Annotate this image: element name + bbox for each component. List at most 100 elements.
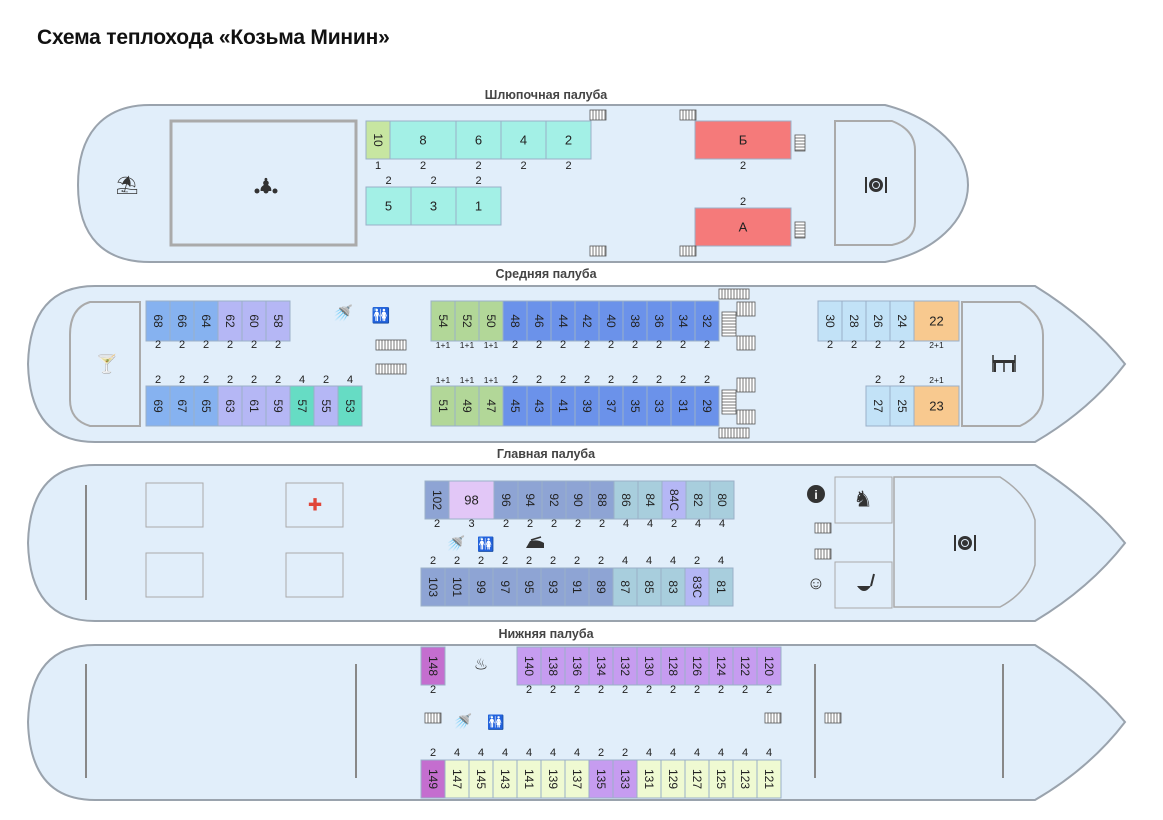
- cabin-capacity: 2: [670, 684, 676, 696]
- cabin-number: 51: [436, 399, 450, 413]
- cabin-10[interactable]: [365, 120, 391, 160]
- cabin-137[interactable]: [564, 759, 590, 799]
- cabin-24[interactable]: [889, 300, 915, 342]
- cabin-133[interactable]: [612, 759, 638, 799]
- cabin-81[interactable]: [708, 567, 734, 607]
- cabin-132[interactable]: [612, 646, 638, 686]
- cabin-67[interactable]: [169, 385, 195, 427]
- cabin-number: 2: [565, 133, 572, 148]
- cabin-121[interactable]: [756, 759, 782, 799]
- cabin-number: 138: [546, 656, 560, 676]
- cabin-37[interactable]: [598, 385, 624, 427]
- cabin-130[interactable]: [636, 646, 662, 686]
- cabin-capacity: 4: [526, 747, 532, 759]
- cabin-58[interactable]: [265, 300, 291, 342]
- cabin-143[interactable]: [492, 759, 518, 799]
- sauna-icon: ♨: [474, 657, 488, 674]
- cabin-140[interactable]: [516, 646, 542, 686]
- cabin-23[interactable]: [913, 385, 960, 427]
- cabin-128[interactable]: [660, 646, 686, 686]
- cabin-38[interactable]: [622, 300, 648, 342]
- cabin-93[interactable]: [540, 567, 566, 607]
- cabin-138[interactable]: [540, 646, 566, 686]
- cabin-35[interactable]: [622, 385, 648, 427]
- cabin-98[interactable]: [448, 480, 495, 520]
- cabin-number: 147: [450, 769, 464, 789]
- cabin-95[interactable]: [516, 567, 542, 607]
- cabin-1[interactable]: [455, 186, 502, 226]
- cabin-capacity: 2: [560, 339, 566, 351]
- stairs-icon: [736, 301, 756, 317]
- cabin-Б[interactable]: [694, 120, 792, 160]
- cabin-number: 80: [715, 493, 729, 507]
- cabin-34[interactable]: [670, 300, 696, 342]
- cabin-capacity: 2: [536, 374, 542, 386]
- cabin-capacity: 4: [574, 747, 580, 759]
- cabin-capacity: 2: [526, 684, 532, 696]
- cabin-102[interactable]: [424, 480, 450, 520]
- cabin-capacity: 2: [203, 339, 209, 351]
- cabin-126[interactable]: [684, 646, 710, 686]
- cabin-127[interactable]: [684, 759, 710, 799]
- cabin-capacity: 2: [430, 175, 436, 187]
- cabin-capacity: 2: [512, 374, 518, 386]
- cabin-69[interactable]: [145, 385, 171, 427]
- cabin-22[interactable]: [913, 300, 960, 342]
- cabin-86[interactable]: [613, 480, 639, 520]
- cabin-number: 92: [547, 493, 561, 507]
- cabin-80[interactable]: [709, 480, 735, 520]
- cabin-А[interactable]: [694, 207, 792, 247]
- cabin-54[interactable]: [430, 300, 456, 342]
- cabin-90[interactable]: [565, 480, 591, 520]
- cabin-42[interactable]: [574, 300, 600, 342]
- cabin-53[interactable]: [337, 385, 363, 427]
- cabin-97[interactable]: [492, 567, 518, 607]
- cabin-48[interactable]: [502, 300, 528, 342]
- cabin-85[interactable]: [636, 567, 662, 607]
- cabin-number: 10: [371, 133, 385, 147]
- cabin-45[interactable]: [502, 385, 528, 427]
- cabin-number: 88: [595, 493, 609, 507]
- cabin-141[interactable]: [516, 759, 542, 799]
- cabin-51[interactable]: [430, 385, 456, 427]
- cabin-147[interactable]: [444, 759, 470, 799]
- cabin-capacity: 2+1: [929, 375, 944, 385]
- cabin-29[interactable]: [694, 385, 720, 427]
- cabin-4[interactable]: [500, 120, 547, 160]
- cabin-122[interactable]: [732, 646, 758, 686]
- cabin-6[interactable]: [455, 120, 502, 160]
- cabin-capacity: 4: [454, 747, 460, 759]
- cabin-8[interactable]: [389, 120, 457, 160]
- cabin-103[interactable]: [420, 567, 446, 607]
- cabin-2[interactable]: [545, 120, 592, 160]
- cabin-number: 38: [628, 314, 642, 328]
- cabin-135[interactable]: [588, 759, 614, 799]
- cabin-65[interactable]: [193, 385, 219, 427]
- cabin-26[interactable]: [865, 300, 891, 342]
- cabin-52[interactable]: [454, 300, 480, 342]
- cabin-25[interactable]: [889, 385, 915, 427]
- cabin-59[interactable]: [265, 385, 291, 427]
- cabin-62[interactable]: [217, 300, 243, 342]
- cabin-55[interactable]: [313, 385, 339, 427]
- cabin-61[interactable]: [241, 385, 267, 427]
- cabin-32[interactable]: [694, 300, 720, 342]
- cabin-capacity: 2: [251, 374, 257, 386]
- cabin-60[interactable]: [241, 300, 267, 342]
- cabin-39[interactable]: [574, 385, 600, 427]
- cabin-41[interactable]: [550, 385, 576, 427]
- cabin-57[interactable]: [289, 385, 315, 427]
- cabin-47[interactable]: [478, 385, 504, 427]
- cabin-94[interactable]: [517, 480, 543, 520]
- cabin-44[interactable]: [550, 300, 576, 342]
- cabin-148[interactable]: [420, 646, 446, 686]
- cabin-120[interactable]: [756, 646, 782, 686]
- cabin-capacity: 4: [646, 555, 652, 567]
- cabin-145[interactable]: [468, 759, 494, 799]
- cabin-84С[interactable]: [661, 480, 687, 520]
- cabin-101[interactable]: [444, 567, 470, 607]
- cabin-63[interactable]: [217, 385, 243, 427]
- cabin-88[interactable]: [589, 480, 615, 520]
- cabin-40[interactable]: [598, 300, 624, 342]
- cabin-134[interactable]: [588, 646, 614, 686]
